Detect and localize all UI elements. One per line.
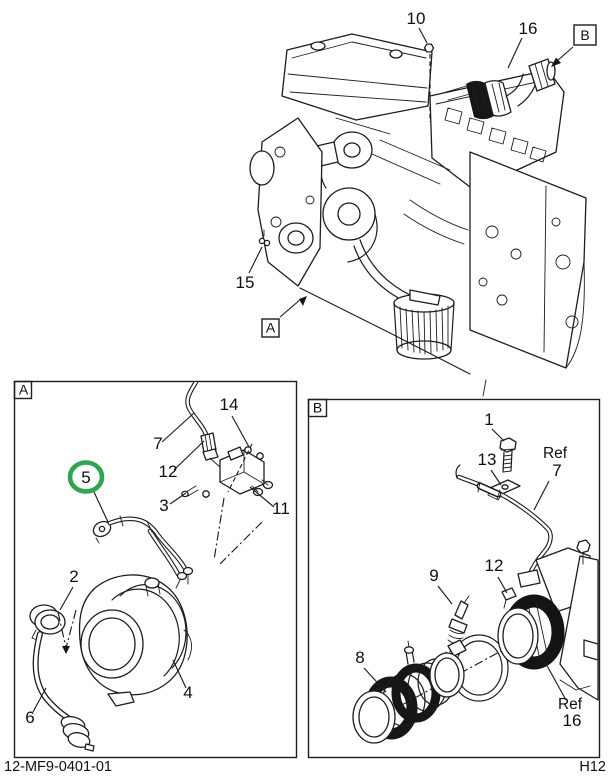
detail-box-a: A (13, 380, 298, 759)
highlight-circle (67, 460, 105, 494)
callout-a-14: 14 (220, 395, 239, 414)
detail-box-b: B (307, 398, 601, 759)
callout-a-2: 2 (69, 567, 78, 586)
callout-b-ref16: 16 (563, 711, 582, 730)
callout-a-7: 7 (153, 434, 162, 453)
callout-a-4: 4 (183, 683, 192, 702)
callout-b-ref7: 7 (552, 461, 561, 480)
main-view-callouts: 10 16 15 A B (236, 9, 597, 338)
detail-a-callouts: 14 7 12 3 11 5 2 6 4 (25, 395, 290, 727)
callout-a-5: 5 (81, 468, 90, 487)
callout-b-9: 9 (429, 566, 438, 585)
detail-a-marker: A (19, 382, 29, 398)
callout-15: 15 (236, 273, 255, 292)
page-code: H12 (579, 759, 606, 775)
document-number: 12-MF9-0401-01 (4, 759, 112, 775)
callout-a-12: 12 (159, 462, 178, 481)
view-marker-a: A (266, 320, 276, 336)
engine-illustration (249, 33, 587, 397)
callout-b-ref7-prefix: Ref (543, 445, 568, 462)
detail-b-callouts: 1 13 Ref 7 9 12 8 Ref 16 (355, 410, 582, 730)
callout-b-ref16-prefix: Ref (558, 696, 583, 713)
detail-a-illustration (29, 382, 274, 752)
callout-a-3: 3 (159, 496, 168, 515)
callout-16: 16 (519, 19, 538, 38)
callout-a-11: 11 (272, 499, 290, 518)
callout-b-13: 13 (478, 450, 497, 469)
callout-b-12: 12 (485, 556, 504, 575)
detail-b-marker: B (313, 400, 322, 416)
view-marker-b: B (580, 27, 589, 43)
callout-b-1: 1 (484, 410, 493, 429)
callout-10: 10 (407, 9, 426, 28)
callout-a-6: 6 (25, 708, 34, 727)
callout-b-8: 8 (355, 648, 364, 667)
detail-b-illustration (352, 437, 599, 744)
